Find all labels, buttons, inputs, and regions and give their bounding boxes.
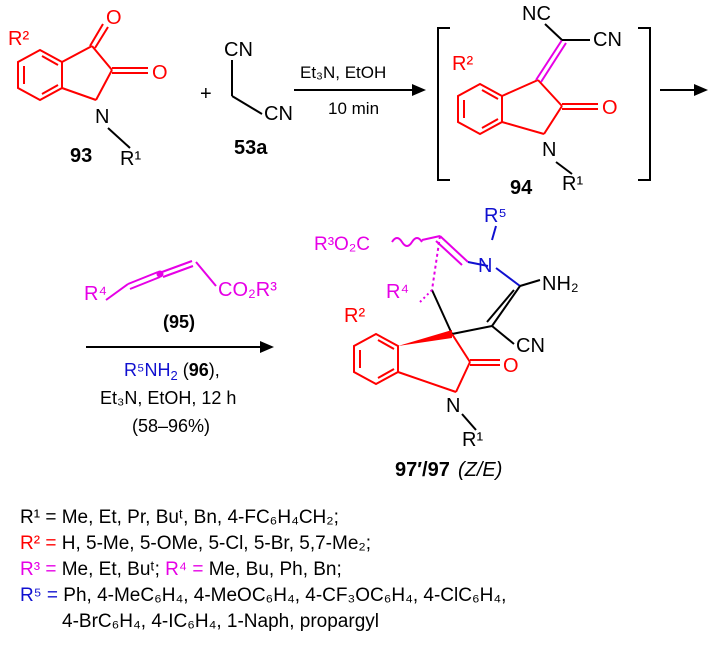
atom-O: O: [106, 7, 122, 29]
compound-53a-label: 53a: [234, 137, 268, 159]
plus-sign: +: [200, 83, 212, 105]
legend-r1: R¹ = Me, Et, Pr, Buᵗ, Bn, 4-FC₆H₄CH₂;: [20, 506, 339, 530]
legend-r5-values-line1: Ph, 4-MeC₆H₄, 4-MeOC₆H₄, 4-CF₃OC₆H₄, 4-C…: [63, 585, 507, 606]
legend-r2-label: R² =: [20, 533, 57, 554]
product-97-label: 97′/97: [395, 459, 450, 481]
ester-R3O2C: R³O₂C: [314, 234, 370, 255]
reaction-arrow-2: R⁵NH2 (96), Et₃N, EtOH, 12 h (58–96%): [86, 341, 274, 436]
substituent-R2: R²: [8, 28, 29, 50]
reagent-95-label: (95): [163, 312, 195, 332]
legend-r4-values: Me, Bu, Ph, Bn;: [208, 559, 342, 580]
step2-yield: (58–96%): [132, 416, 210, 436]
atom-N: N: [478, 255, 492, 277]
legend-r5-continued: 4-BrC₆H₄, 4-IC₆H₄, 1-Naph, propargyl: [62, 610, 379, 634]
legend-r1-label: R¹ =: [20, 507, 57, 528]
atom-N: N: [542, 139, 556, 161]
step1-conditions: Et₃N, EtOH: [300, 63, 386, 82]
substituent-R2: R²: [452, 53, 473, 75]
substituent-R5: R⁵: [484, 205, 507, 227]
reagent-95-structure: R⁴ CO₂R³ (95): [84, 260, 277, 332]
product-97-structure: R³O₂C N R⁵ NH₂ R⁴ CN O R² N R¹ 97′/97 (Z…: [314, 205, 579, 481]
substituent-R4: R⁴: [386, 281, 409, 303]
legend-r5-label: R⁵ =: [20, 585, 58, 606]
atom-O: O: [152, 62, 168, 84]
reaction-arrow-1: Et₃N, EtOH 10 min: [294, 63, 426, 118]
atom-O: O: [503, 355, 519, 377]
compound-53a-structure: CN CN 53a: [224, 39, 293, 159]
substituent-R2: R²: [344, 305, 365, 327]
step2-conditions: Et₃N, EtOH, 12 h: [100, 388, 236, 408]
legend-r4-label: R⁴ =: [165, 559, 204, 580]
reaction-arrow-continue: [660, 84, 708, 96]
substituent-R4: R⁴: [84, 283, 107, 305]
nitrile-CN: CN: [264, 103, 293, 125]
atom-N: N: [446, 395, 460, 417]
product-zone-label: (Z/E): [458, 459, 502, 481]
nitrile-CN: CN: [593, 29, 622, 51]
legend-r2: R² = H, 5-Me, 5-OMe, 5-Cl, 5-Br, 5,7-Me₂…: [20, 532, 371, 556]
nitrile-CN: CN: [516, 335, 545, 357]
nitrile-CN: CN: [224, 39, 253, 61]
intermediate-94-structure: NC CN O N R¹ R² 94: [437, 3, 651, 199]
ester-CO2R3: CO₂R³: [218, 279, 277, 301]
substituent-R1: R¹: [562, 173, 583, 195]
substituent-R1: R¹: [120, 148, 141, 170]
step1-time: 10 min: [328, 99, 379, 118]
legend-r2-values: H, 5-Me, 5-OMe, 5-Cl, 5-Br, 5,7-Me₂;: [61, 533, 372, 554]
legend-r3-values: Me, Et, Buᵗ;: [61, 559, 160, 580]
compound-93-structure: O O N R¹ R² 93: [8, 7, 168, 170]
compound-93-label: 93: [70, 145, 92, 167]
intermediate-94-label: 94: [510, 177, 533, 199]
nitrile-NC: NC: [522, 3, 551, 25]
amine-R5: R⁵: [124, 360, 144, 380]
legend-r3-r4: R³ = Me, Et, Buᵗ; R⁴ = Me, Bu, Ph, Bn;: [20, 558, 342, 582]
legend-r3-label: R³ =: [20, 559, 57, 580]
legend-r1-values: Me, Et, Pr, Buᵗ, Bn, 4-FC₆H₄CH₂;: [61, 507, 339, 528]
atom-O: O: [602, 97, 618, 119]
legend-r5-values-line2: 4-BrC₆H₄, 4-IC₆H₄, 1-Naph, propargyl: [62, 611, 379, 632]
legend-r5: R⁵ = Ph, 4-MeC₆H₄, 4-MeOC₆H₄, 4-CF₃OC₆H₄…: [20, 584, 506, 608]
atom-N: N: [95, 106, 109, 128]
substituent-R1: R¹: [462, 429, 483, 451]
compound-96-label: 96: [189, 360, 209, 380]
step2-reagent: R⁵NH2 (96),: [124, 360, 220, 383]
amino-NH2: NH₂: [542, 273, 579, 295]
